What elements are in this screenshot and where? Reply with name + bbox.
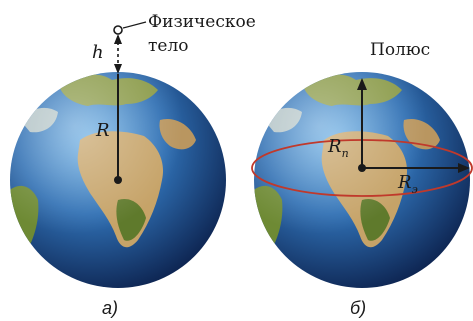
physical-body-point	[113, 25, 123, 35]
panel-a: R h Физическое тело а)	[10, 12, 256, 318]
height-label: h	[92, 42, 104, 63]
polar-radius-subscript: п	[342, 147, 349, 160]
caption-b: б)	[350, 298, 366, 318]
panel-b: Rп Rэ Полюс б)	[251, 40, 473, 318]
body-label-line1: Физическое	[148, 12, 256, 32]
radius-label-a: R	[95, 120, 110, 141]
equatorial-radius-subscript: э	[412, 183, 418, 196]
equatorial-radius-label: Rэ	[397, 172, 418, 196]
body-label-line2: тело	[148, 36, 189, 56]
height-arrowhead-bottom	[114, 64, 122, 74]
height-arrowhead-top	[114, 34, 122, 44]
earth-globe-b	[254, 72, 470, 288]
equatorial-arrowhead	[458, 163, 470, 173]
body-leader-line	[122, 21, 147, 29]
earth-center-b	[358, 164, 366, 172]
earth-center-a	[114, 176, 122, 184]
caption-a: а)	[102, 298, 118, 318]
polar-arrowhead	[357, 78, 367, 90]
polar-radius-label: Rп	[327, 136, 349, 160]
pole-label: Полюс	[370, 40, 430, 60]
